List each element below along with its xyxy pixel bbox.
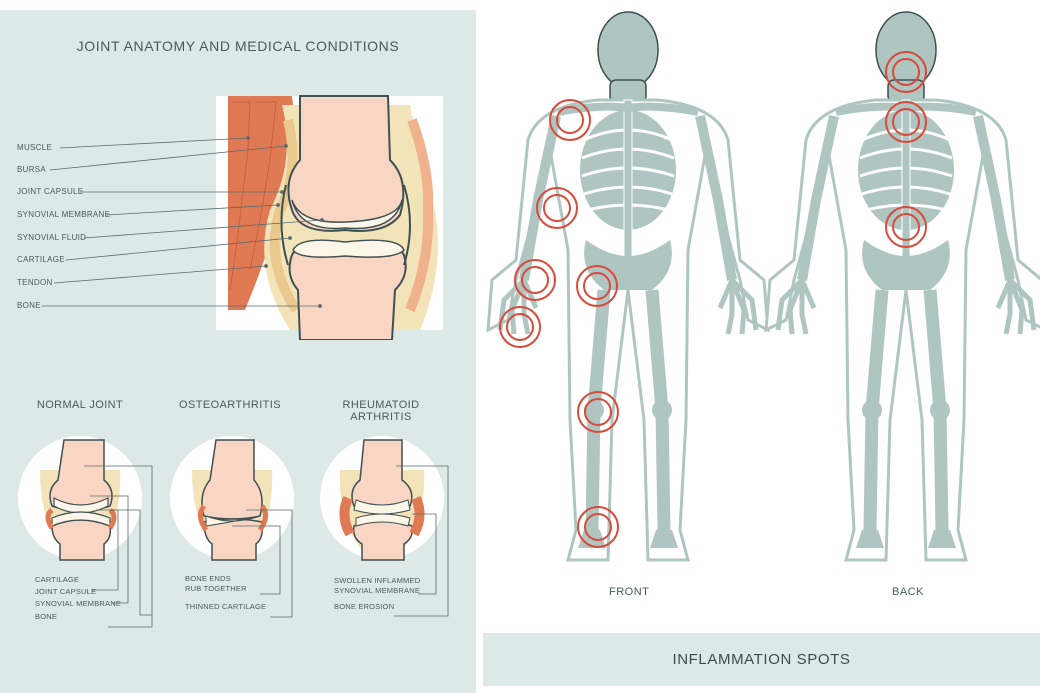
skeleton-figures <box>482 0 1040 630</box>
label-cartilage: CARTILAGE <box>17 255 65 264</box>
label-bursa: BURSA <box>17 165 47 174</box>
normal-label-joint-capsule: JOINT CAPSULE <box>35 587 97 596</box>
back-label: BACK <box>892 586 924 598</box>
osteoarthritis-illustration <box>170 436 294 561</box>
inflammation-banner: INFLAMMATION SPOTS <box>483 633 1040 686</box>
normal-joint-illustration <box>18 436 142 561</box>
label-synovial-membrane: SYNOVIAL MEMBRANE <box>17 210 111 219</box>
label-muscle: MUSCLE <box>17 143 53 152</box>
page-title: JOINT ANATOMY AND MEDICAL CONDITIONS <box>76 38 400 54</box>
label-tendon: TENDON <box>17 278 53 287</box>
front-skeleton <box>488 12 768 560</box>
normal-label-bone: BONE <box>35 612 58 621</box>
back-skeleton <box>766 12 1040 560</box>
rheum-label-bone-erosion: BONE EROSION <box>334 602 395 611</box>
joint-anatomy-panel: JOINT ANATOMY AND MEDICAL CONDITIONS <box>0 10 476 693</box>
normal-label-synovial-membrane: SYNOVIAL MEMBRANE <box>35 599 122 608</box>
rheumatoid-illustration <box>320 436 444 561</box>
rheumatoid-title: RHEUMATOID ARTHRITIS <box>342 399 420 423</box>
osteoarthritis-title: OSTEOARTHRITIS <box>179 399 281 411</box>
osteo-label-bone-ends: BONE ENDS RUB TOGETHER <box>185 574 247 593</box>
condition-joints <box>18 436 449 628</box>
normal-joint-title: NORMAL JOINT <box>36 399 124 411</box>
osteo-label-thinned-cartilage: THINNED CARTILAGE <box>185 602 267 611</box>
label-synovial-fluid: SYNOVIAL FLUID <box>17 233 87 242</box>
label-joint-capsule: JOINT CAPSULE <box>17 187 84 196</box>
front-label: FRONT <box>609 586 650 598</box>
normal-label-cartilage: CARTILAGE <box>35 575 80 584</box>
joint-cross-section <box>42 95 443 340</box>
rheum-label-swollen-membrane: SWOLLEN INFLAMMED SYNOVIAL MEMBRANE <box>334 576 421 595</box>
label-bone: BONE <box>17 301 41 310</box>
